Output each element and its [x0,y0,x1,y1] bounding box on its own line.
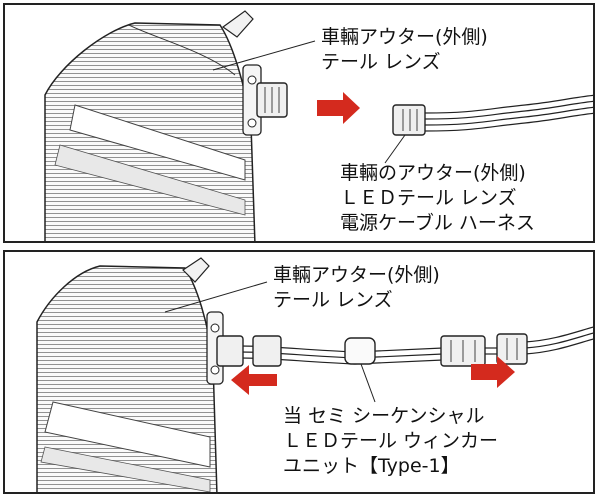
tail-lamp-icon [36,257,224,492]
harness-label-line3: 電源ケーブル ハーネス [340,211,535,234]
unit-label-line3: ユニット【Type-1】 [283,455,460,477]
right-arrow-icon [471,356,515,388]
leader-line-lamp [212,40,316,71]
bottom-diagram: 車輛アウター(外側) テール レンズ 当 セミ シーケンシャル ＬＥＤテール ウ… [36,257,593,492]
connector-icon [216,333,528,367]
connector-icon [256,82,288,118]
leader-line-unit [360,363,376,403]
lamp-label-line2: テール レンズ [321,51,441,73]
leader-line-harness [384,134,406,164]
harness-label-line1: 車輛のアウター(外側) [340,162,526,184]
right-arrow-icon [317,92,360,124]
top-panel: 車輛アウター(外側) テール レンズ 車輛のアウター(外側) ＬＥＤテール レン… [3,3,595,243]
wire-harness-icon [392,94,593,136]
harness-label-line2: ＬＥＤテール レンズ [340,187,517,209]
unit-label-line1: 当 セミ シーケンシャル [283,405,485,427]
lamp-label-line2: テール レンズ [273,289,393,311]
lamp-label-line1: 車輛アウター(外側) [273,264,440,286]
unit-label-line2: ＬＥＤテール ウィンカー [283,430,498,452]
top-diagram: 車輛アウター(外側) テール レンズ 車輛のアウター(外側) ＬＥＤテール レン… [44,10,593,241]
wire-harness-icon [240,326,593,365]
tail-lamp-icon [44,10,262,241]
left-arrow-icon [231,365,277,395]
inline-module [344,337,376,365]
bottom-panel: 車輛アウター(外側) テール レンズ 当 セミ シーケンシャル ＬＥＤテール ウ… [3,250,595,494]
lamp-label-line1: 車輛アウター(外側) [321,26,488,48]
leader-line-lamp [164,281,268,313]
